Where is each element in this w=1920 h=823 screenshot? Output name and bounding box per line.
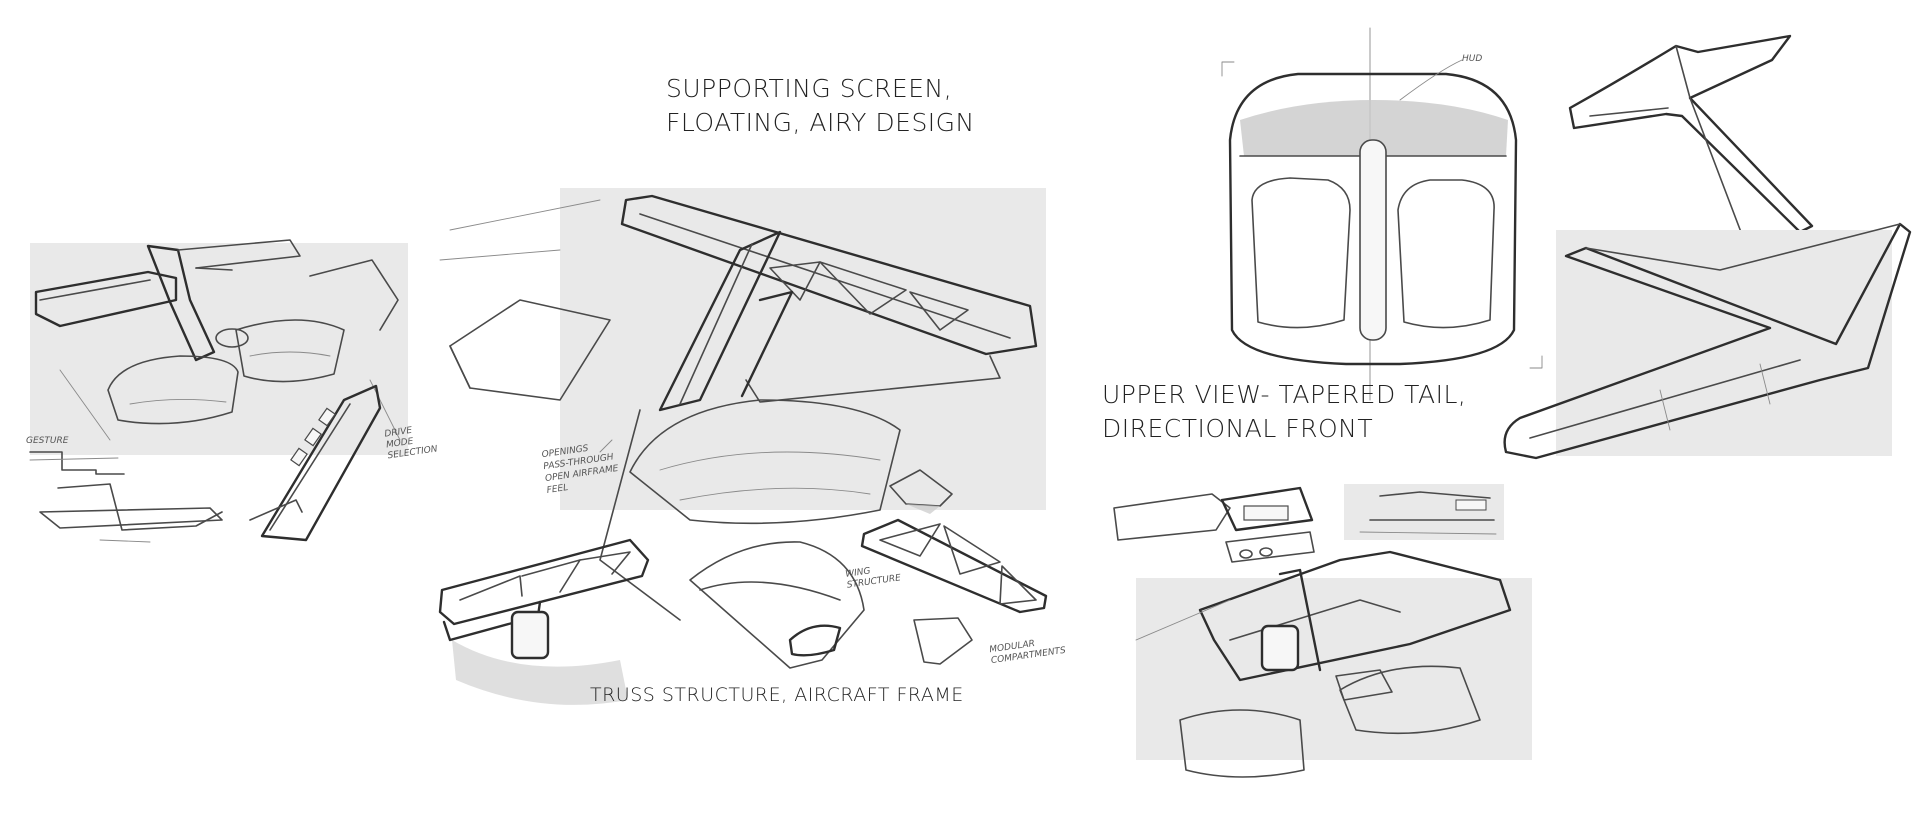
gesture-sketch xyxy=(29,451,223,543)
directional-front-sketch xyxy=(1503,222,1912,460)
caption-upper-line1: UPPER VIEW- TAPERED TAIL, xyxy=(1102,380,1467,409)
annotation-gesture: GESTURE xyxy=(26,436,69,446)
drive-mode-selector-sketch xyxy=(249,384,382,542)
caption-upper-view: UPPER VIEW- TAPERED TAIL, DIRECTIONAL FR… xyxy=(1102,378,1466,446)
wing-section-sketch xyxy=(689,541,865,669)
caption-supporting-line2: FLOATING, AIRY DESIGN xyxy=(666,108,975,137)
annotation-hud: HUD xyxy=(1462,54,1483,64)
interior-perspective-sketch xyxy=(30,239,408,455)
dashboard-study-sketch xyxy=(1113,486,1315,563)
upper-view-sketch xyxy=(1221,27,1543,401)
modular-compartment-sketch xyxy=(889,469,973,665)
annotation-leader xyxy=(599,439,613,453)
caption-upper-line2: DIRECTIONAL FRONT xyxy=(1102,414,1374,443)
annotation-drive-mode: DRIVE MODE SELECTION xyxy=(384,423,438,463)
caption-supporting-screen: SUPPORTING SCREEN, FLOATING, AIRY DESIGN xyxy=(666,72,975,140)
console-module-sketch xyxy=(438,538,650,705)
tapered-tail-sketch xyxy=(1568,34,1814,241)
caption-truss-structure: TRUSS STRUCTURE, AIRCRAFT FRAME xyxy=(590,684,964,706)
cabin-perspective-sketch xyxy=(1135,550,1532,778)
caption-supporting-line1: SUPPORTING SCREEN, xyxy=(666,74,953,103)
truss-frame-sketch xyxy=(439,188,1046,621)
annotation-openings: OPENINGS PASS-THROUGH OPEN AIRFRAME FEEL xyxy=(541,439,621,497)
shelf-study-sketch xyxy=(1344,484,1504,540)
truss-panel-sketch xyxy=(860,518,1048,614)
